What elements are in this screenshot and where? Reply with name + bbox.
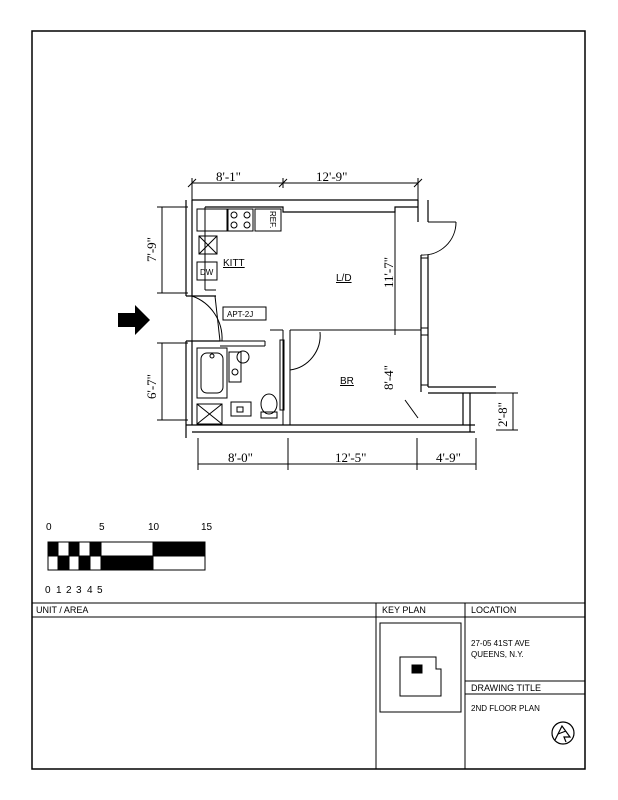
scale-bottom-label: 5	[97, 585, 103, 596]
refrigerator-label: REF.	[268, 211, 277, 228]
bedroom-door	[289, 331, 321, 371]
floor-plan	[157, 178, 518, 470]
dim-bottom-right: 4'-9"	[436, 450, 461, 465]
scale-top-label: 0	[46, 522, 52, 533]
scale-bottom-label: 2	[66, 585, 72, 596]
scale-bar: 0 5 10 15 0 1 2 3 4 5	[45, 522, 213, 596]
north-arrow-icon	[551, 721, 575, 745]
room-labels: KITT L/D BR REF. DW APT-2J	[200, 211, 354, 387]
key-plan-unit-marker	[411, 664, 423, 674]
dim-living-height: 11'-7"	[381, 257, 396, 288]
dishwasher	[196, 261, 218, 281]
scale-bottom-label: 0	[45, 585, 51, 596]
refrigerator	[254, 208, 282, 232]
shower	[196, 403, 223, 425]
dimension-labels: 8'-1" 12'-9" 7'-9" 6'-7" 11'-7" 8'-4" 8'…	[144, 169, 510, 465]
kitchen-sink	[198, 235, 218, 255]
dimension-line-right	[496, 392, 518, 431]
closet-door	[404, 399, 419, 419]
key-plan-building	[399, 656, 442, 697]
key-plan-frame	[379, 622, 462, 713]
windows	[420, 257, 429, 386]
scale-bottom-label: 4	[87, 585, 93, 596]
dim-left-upper: 7'-9"	[144, 237, 159, 262]
scale-top-label: 5	[99, 522, 105, 533]
kitchen-fixtures	[196, 208, 282, 321]
dimension-line-left	[157, 206, 188, 421]
key-plan-label: KEY PLAN	[382, 605, 426, 615]
dimension-line-bottom	[197, 438, 477, 470]
address-line1: 27-05 41ST AVE	[471, 639, 530, 648]
bedroom-label: BR	[340, 376, 354, 387]
unit-area-label: UNIT / AREA	[36, 605, 88, 615]
title-block	[32, 602, 585, 769]
vanity	[230, 401, 252, 417]
toilet	[260, 393, 278, 415]
dishwasher-label: DW	[200, 268, 214, 277]
entry-door	[191, 295, 223, 342]
scale-top-label: 10	[148, 522, 160, 533]
bathroom-door	[279, 339, 285, 411]
apt-tag-box	[222, 306, 267, 321]
living-dining-label: L/D	[336, 273, 352, 284]
dim-bedroom-height: 8'-4"	[381, 365, 396, 390]
counter	[196, 208, 228, 232]
drawing-title: 2ND FLOOR PLAN	[471, 704, 540, 713]
dim-bottom-mid: 12'-5"	[335, 450, 366, 465]
sheet-border	[31, 30, 586, 770]
scale-bottom-label: 1	[56, 585, 62, 596]
bath-sink	[236, 350, 250, 364]
address-line2: QUEENS, N.Y.	[471, 650, 524, 659]
drawing-title-label: DRAWING TITLE	[471, 683, 541, 693]
bathroom-fixtures	[196, 347, 278, 425]
scale-bottom-label: 3	[76, 585, 82, 596]
dim-left-lower: 6'-7"	[144, 374, 159, 399]
stove	[227, 208, 254, 232]
scale-top-label: 15	[201, 522, 213, 533]
dimension-line-top	[187, 178, 423, 200]
apartment-tag-label: APT-2J	[227, 310, 253, 319]
dim-top-left: 8'-1"	[216, 169, 241, 184]
dim-bottom-left: 8'-0"	[228, 450, 253, 465]
location-label: LOCATION	[471, 605, 516, 615]
kitchen-label: KITT	[223, 258, 245, 269]
bathtub	[196, 347, 228, 399]
washer	[228, 351, 242, 383]
exterior-walls	[185, 199, 496, 438]
balcony-door	[420, 221, 457, 256]
entry-arrow-icon	[118, 305, 150, 335]
dim-right-small: 2'-8"	[495, 402, 510, 427]
dim-top-right: 12'-9"	[316, 169, 347, 184]
